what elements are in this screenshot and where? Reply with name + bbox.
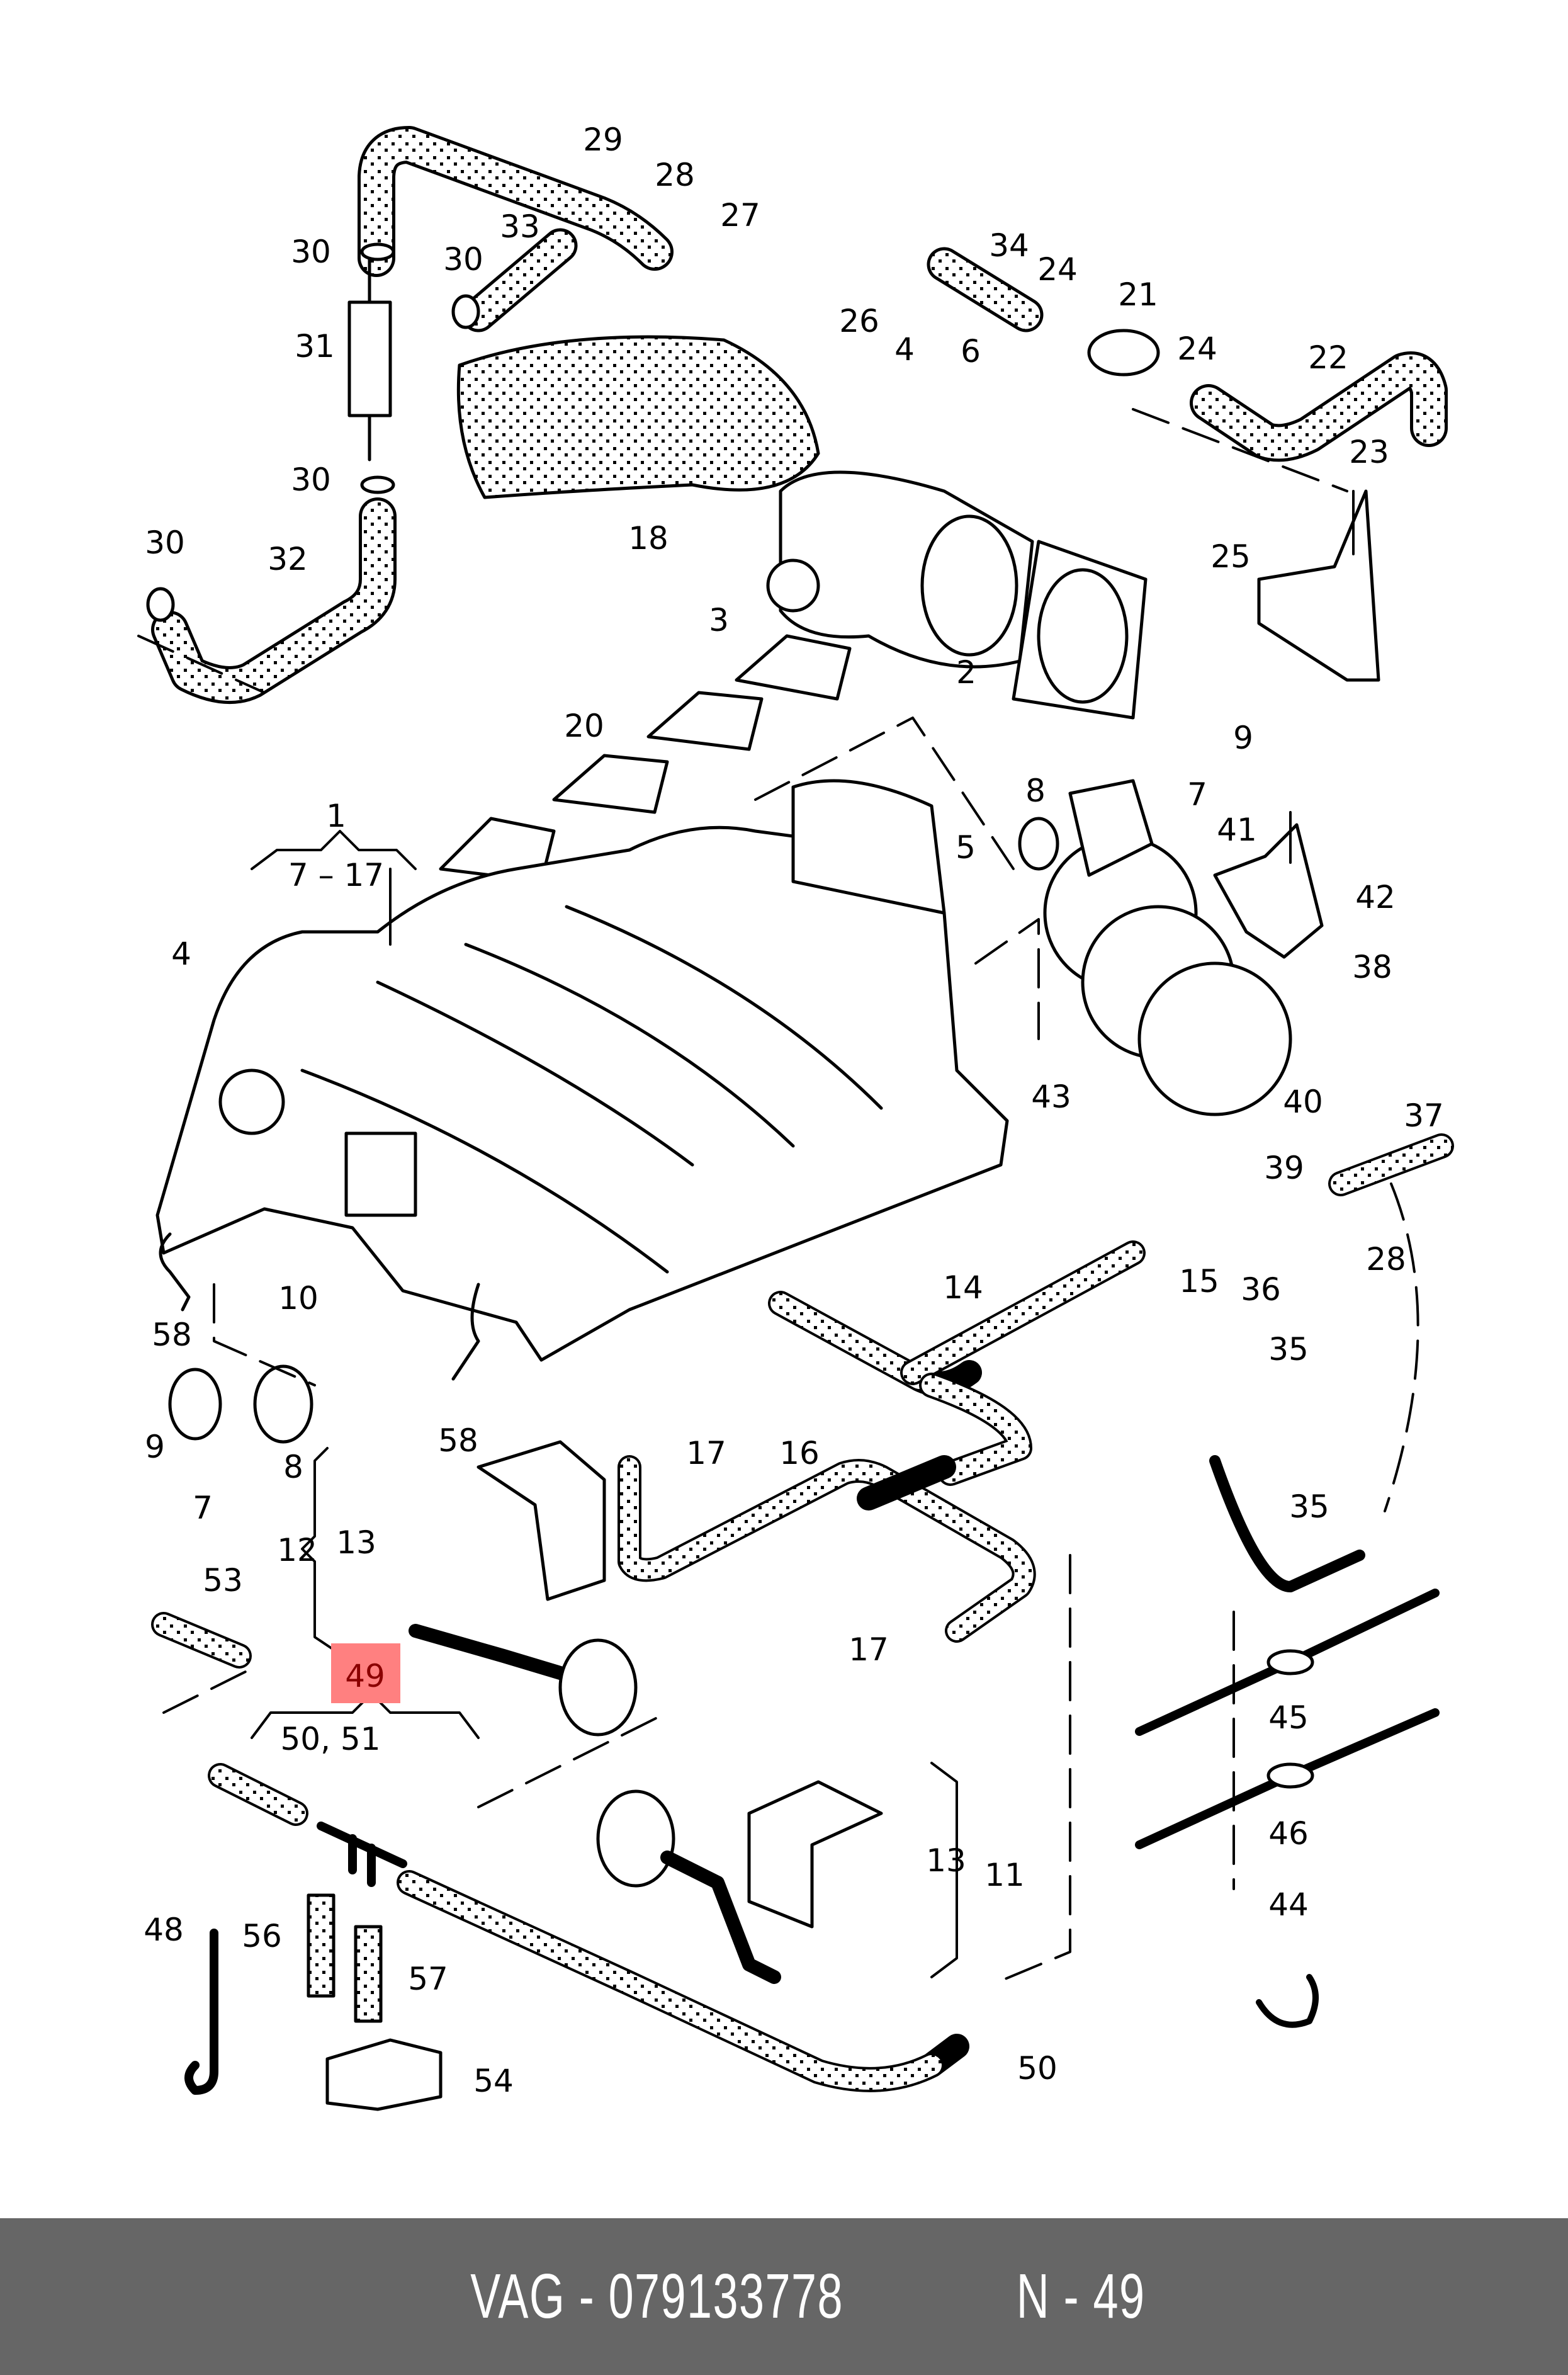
callout-23[interactable]: 23: [1349, 434, 1389, 470]
diagram-position: N - 49: [1016, 2261, 1146, 2332]
callout-18[interactable]: 18: [628, 520, 668, 557]
callout-21[interactable]: 21: [1118, 276, 1158, 313]
callout-22[interactable]: 22: [1308, 339, 1348, 376]
callout-45[interactable]: 45: [1268, 1699, 1309, 1736]
highlighted-callout-box: [331, 1643, 400, 1703]
callout-7-17: 7 – 17: [288, 857, 385, 893]
callout-9[interactable]: 9: [145, 1429, 165, 1465]
line-35: [1209, 1455, 1365, 1592]
temp-sensor-7: [168, 1368, 222, 1441]
callout-39[interactable]: 39: [1264, 1150, 1304, 1186]
line-48: [184, 1929, 218, 2095]
callout-11[interactable]: 11: [984, 1857, 1025, 1893]
callout-10[interactable]: 10: [278, 1280, 319, 1317]
bracket-12: [477, 1440, 606, 1601]
callout-43[interactable]: 43: [1031, 1079, 1071, 1115]
callout-3[interactable]: 3: [709, 602, 729, 638]
callout-49[interactable]: 49: [345, 1658, 385, 1694]
callout-4[interactable]: 4: [894, 331, 915, 368]
callout-56[interactable]: 56: [242, 1918, 282, 1954]
callout-27[interactable]: 27: [720, 197, 760, 234]
callout-32[interactable]: 32: [268, 541, 308, 577]
exploded-parts-diagram: 29 28 27 33 30 30 26 31 30 30 32 18 3 34…: [137, 122, 1454, 2111]
callout-15[interactable]: 15: [1179, 1263, 1219, 1300]
callout-34[interactable]: 34: [989, 227, 1029, 264]
callout-7[interactable]: 7: [1187, 776, 1207, 813]
solenoid-valve-10: [344, 1131, 417, 1217]
callout-28[interactable]: 28: [1366, 1241, 1406, 1278]
callout-8[interactable]: 8: [1025, 773, 1046, 809]
callout-35[interactable]: 35: [1289, 1488, 1329, 1525]
callout-30[interactable]: 30: [443, 241, 483, 278]
callout-28[interactable]: 28: [655, 157, 695, 193]
callout-17[interactable]: 17: [849, 1631, 889, 1668]
wire-58: [159, 1232, 191, 1312]
bracket-41: [1213, 823, 1324, 959]
callout-7[interactable]: 7: [193, 1490, 213, 1526]
callout-16[interactable]: 16: [779, 1435, 820, 1471]
callout-35[interactable]: 35: [1268, 1331, 1309, 1368]
callout-13[interactable]: 13: [926, 1842, 966, 1879]
parts-drawing: [137, 126, 1454, 2111]
callout-17[interactable]: 17: [686, 1435, 726, 1471]
callout-5[interactable]: 5: [956, 829, 976, 866]
callout-40[interactable]: 40: [1283, 1084, 1323, 1120]
callout-30[interactable]: 30: [145, 524, 185, 561]
callout-24[interactable]: 24: [1177, 331, 1217, 367]
hose-56: [307, 1893, 336, 1998]
part-info-footer: VAG - 079133778 N - 49: [0, 2218, 1568, 2375]
callout-53[interactable]: 53: [203, 1562, 243, 1599]
callout-48[interactable]: 48: [144, 1912, 184, 1948]
callout-12[interactable]: 12: [277, 1532, 317, 1568]
clip-44: [1256, 1974, 1319, 2028]
callout-2[interactable]: 2: [956, 654, 976, 691]
tee-connector-50-51: [317, 1822, 407, 1887]
hose-57: [354, 1925, 383, 2023]
callout-29[interactable]: 29: [583, 122, 623, 158]
filter-31: [347, 300, 392, 417]
callout-25[interactable]: 25: [1210, 538, 1251, 575]
callout-41[interactable]: 41: [1217, 812, 1257, 848]
sensor-7b: [1068, 779, 1154, 877]
callout-14[interactable]: 14: [943, 1269, 983, 1306]
callout-44[interactable]: 44: [1268, 1886, 1309, 1923]
callout-37[interactable]: 37: [1404, 1097, 1444, 1134]
callout-50-51[interactable]: 50, 51: [280, 1721, 381, 1757]
callout-38[interactable]: 38: [1352, 949, 1392, 985]
callout-58[interactable]: 58: [438, 1422, 478, 1459]
part-number: VAG - 079133778: [470, 2261, 843, 2332]
callout-24[interactable]: 24: [1037, 251, 1078, 288]
callout-31[interactable]: 31: [295, 328, 335, 365]
callout-46[interactable]: 46: [1268, 1815, 1309, 1852]
callout-50[interactable]: 50: [1017, 2050, 1058, 2087]
valve-21: [1087, 329, 1160, 377]
callout-6[interactable]: 6: [961, 333, 981, 370]
callout-54[interactable]: 54: [473, 2063, 514, 2099]
bracket-25: [1257, 489, 1380, 682]
callout-26[interactable]: 26: [839, 303, 879, 339]
callout-8[interactable]: 8: [283, 1449, 303, 1485]
air-duct-18: [456, 335, 820, 499]
solenoid-valve-54: [325, 2038, 443, 2111]
callout-4[interactable]: 4: [171, 936, 191, 972]
callout-36[interactable]: 36: [1241, 1271, 1281, 1308]
callout-33[interactable]: 33: [500, 208, 540, 245]
callout-13[interactable]: 13: [336, 1524, 376, 1561]
vacuum-actuator-12: [558, 1638, 638, 1737]
callout-20[interactable]: 20: [564, 708, 604, 744]
callout-30[interactable]: 30: [291, 462, 331, 498]
callout-30[interactable]: 30: [291, 234, 331, 270]
callout-1[interactable]: 1: [326, 798, 346, 834]
callout-9[interactable]: 9: [1233, 720, 1253, 756]
callout-42[interactable]: 42: [1355, 879, 1396, 915]
vacuum-actuator-11: [596, 1789, 675, 1888]
callout-58[interactable]: 58: [152, 1317, 192, 1353]
callout-57[interactable]: 57: [408, 1961, 448, 1997]
bracket-11: [747, 1780, 883, 1929]
